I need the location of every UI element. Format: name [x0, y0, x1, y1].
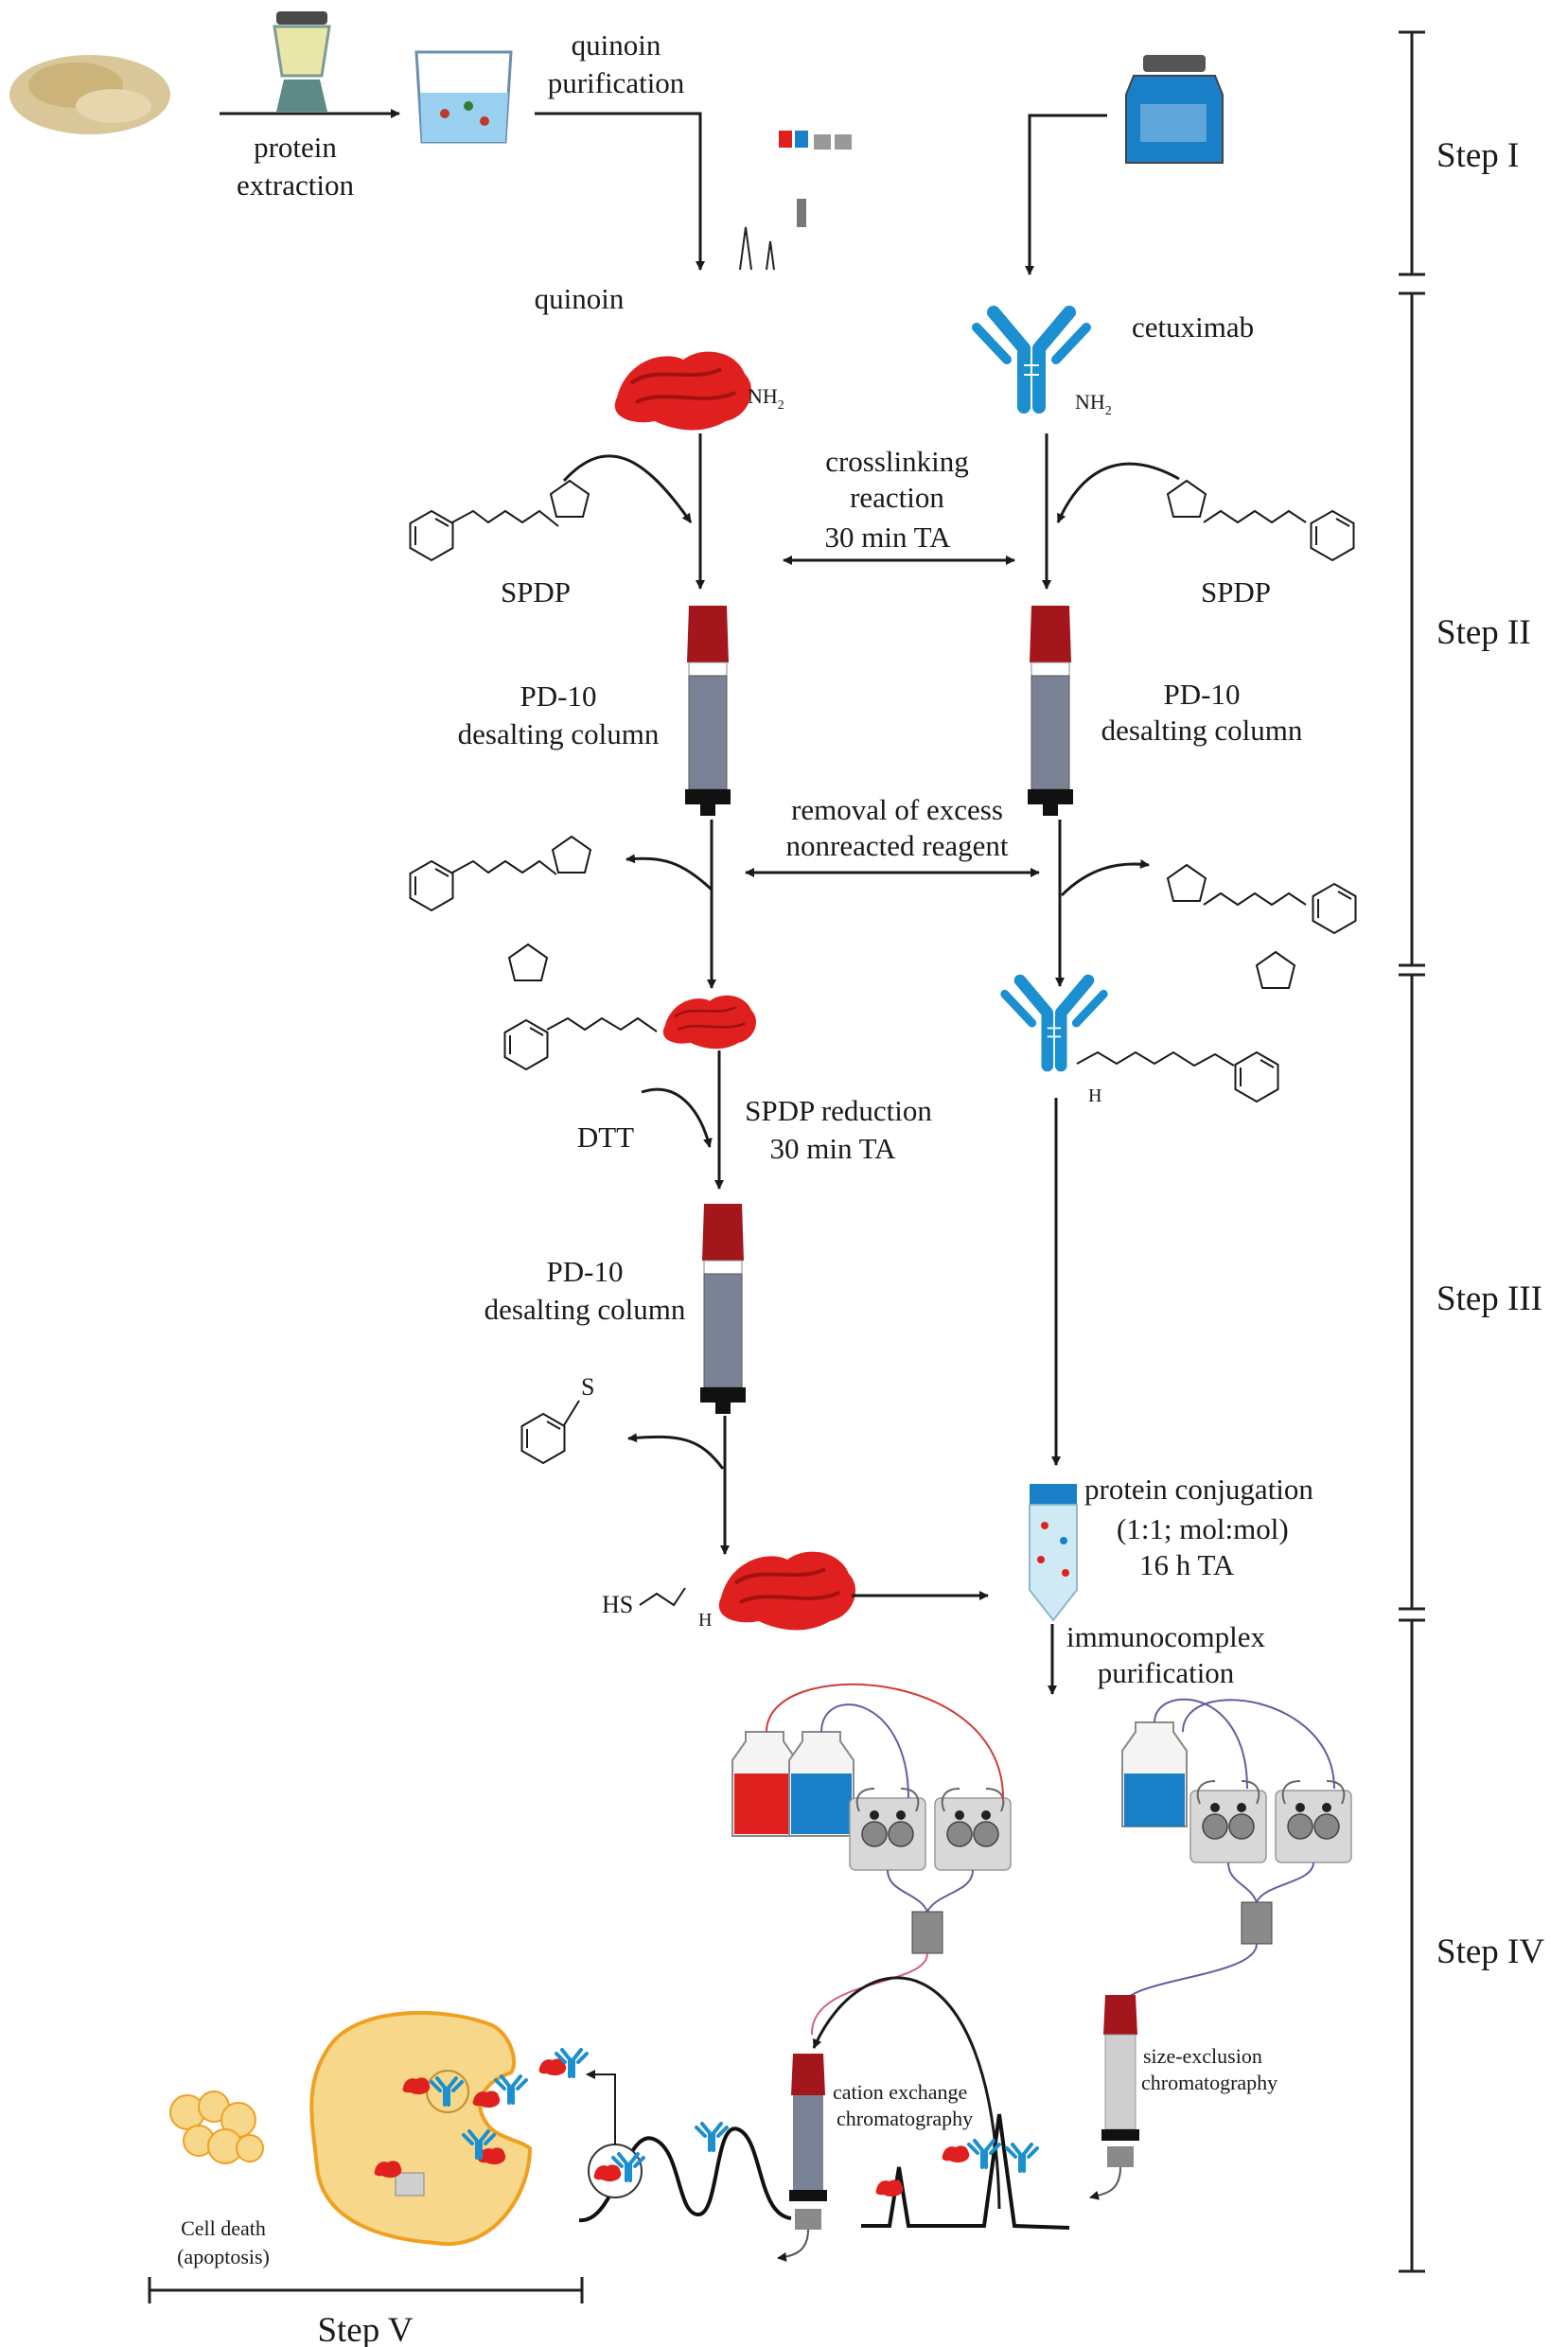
label-spdp-right: SPDP [1201, 575, 1271, 609]
quinoin-spdp-conjugate [503, 994, 758, 1070]
label-cell-death-1: Cell death [181, 2216, 266, 2240]
spdp-structure-right [1056, 462, 1355, 561]
cetuximab-nh2: NH2 [1075, 390, 1112, 418]
fplc-system-sec [1121, 1698, 1352, 2007]
arrow-pyridinethione [627, 1433, 725, 1470]
cetuximab-vial-icon [1125, 55, 1224, 164]
label-spdp-reduction-1: SPDP reduction [745, 1094, 932, 1127]
quinoin-protein-icon [612, 349, 754, 432]
label-crosslinking-2: reaction [850, 481, 944, 514]
label-spdp-reduction-2: 30 min TA [769, 1132, 896, 1165]
arrow-recycle [812, 1976, 1001, 2210]
label-pd10-red-1: PD-10 [547, 1255, 624, 1288]
label-pd10-red-2: desalting column [484, 1293, 686, 1326]
beaker-icon [414, 50, 513, 144]
step-i-label: Step I [1436, 136, 1519, 175]
sec-chromatogram [578, 2070, 792, 2223]
cancer-cell [309, 2010, 589, 2247]
arrow-purification [535, 112, 705, 271]
label-dtt: DTT [577, 1121, 634, 1154]
antibody-spdp-conjugate: H [1005, 980, 1279, 1106]
byproduct-left [409, 836, 591, 981]
label-protein: protein [254, 131, 337, 164]
cation-exchange-column [777, 2054, 827, 2262]
quinoin-nh2: NH2 [748, 384, 784, 413]
apoptotic-cells [169, 2091, 264, 2164]
label-cation-1: cation exchange [833, 2080, 967, 2104]
label-pd10-right-1: PD-10 [1164, 678, 1241, 711]
arrow-dtt [641, 1087, 713, 1148]
label-pd10-right-2: desalting column [1101, 714, 1303, 747]
label-quinoin-purif-2: purification [548, 66, 685, 99]
spdp-structure-left [409, 454, 693, 561]
thiolated-quinoin: HS H [602, 1549, 858, 1632]
arrow-waste-left [625, 854, 714, 891]
label-crosslinking-3: 30 min TA [824, 521, 951, 554]
mini-fplc-icon [739, 131, 852, 271]
label-removal-1: removal of excess [791, 793, 1003, 826]
arrow-cetuximab [1025, 114, 1107, 275]
label-extraction: extraction [237, 168, 354, 202]
chem-h-left: H [698, 1610, 712, 1631]
step-v-label: Step V [317, 2311, 413, 2347]
fplc-system-cation [731, 1683, 1012, 2036]
chem-hs: HS [602, 1591, 633, 1618]
pd10-column-reduction [699, 1203, 747, 1415]
blender-icon [273, 11, 331, 112]
chem-h-right: H [1088, 1085, 1101, 1106]
byproduct-right [1167, 864, 1357, 989]
label-sec-1: size-exclusion [1143, 2044, 1262, 2068]
label-cation-2: chromatography [837, 2107, 973, 2130]
sec-column [1089, 1995, 1139, 2200]
antibody-icon [977, 312, 1086, 407]
label-crosslinking-1: crosslinking [825, 445, 969, 478]
label-sec-2: chromatography [1141, 2071, 1277, 2094]
label-conjugation-1: protein conjugation [1084, 1473, 1313, 1506]
label-spdp-left: SPDP [501, 575, 571, 609]
cation-chromatogram [861, 2113, 1070, 2230]
step-ii-label: Step II [1436, 613, 1531, 652]
pd10-column-right [1027, 605, 1074, 817]
pyridine-2-thione: S [520, 1373, 594, 1464]
label-pd10-left-1: PD-10 [520, 679, 597, 713]
label-quinoin-purif-1: quinoin [572, 28, 661, 62]
step-iii-label: Step III [1436, 1279, 1542, 1318]
step-iv-label: Step IV [1436, 1932, 1544, 1971]
conjugation-tube [1029, 1484, 1078, 1622]
chem-s-thione: S [581, 1373, 594, 1401]
arrow-waste-right [1060, 858, 1150, 897]
step-brackets [148, 30, 1425, 2303]
label-cetuximab: cetuximab [1132, 310, 1254, 344]
label-conjugation-2: (1:1; mol:mol) [1117, 1512, 1289, 1545]
label-quinoin: quinoin [535, 282, 625, 315]
label-pd10-left-2: desalting column [458, 717, 660, 750]
label-removal-2: nonreacted reagent [786, 829, 1009, 862]
label-conjugation-3: 16 h TA [1139, 1548, 1235, 1581]
label-immunocomplex-1: immunocomplex [1066, 1620, 1266, 1653]
label-immunocomplex-2: purification [1098, 1656, 1235, 1689]
pd10-column-left [684, 605, 731, 817]
quinoa-seeds-image [9, 55, 170, 134]
label-cell-death-2: (apoptosis) [177, 2245, 270, 2268]
